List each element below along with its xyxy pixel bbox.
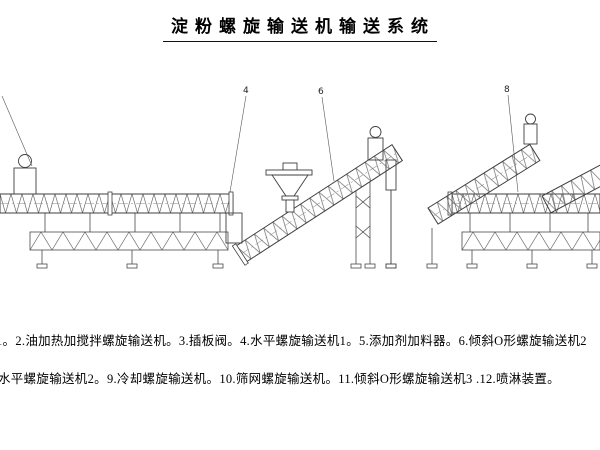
left-drive-motor xyxy=(8,154,42,195)
flange xyxy=(228,191,234,216)
drawing-title: 淀粉螺旋输送机输送系统 xyxy=(0,12,600,42)
support-truss-left xyxy=(29,213,229,269)
inclined-screw-conveyor-2 xyxy=(427,143,541,225)
transfer-chute xyxy=(225,212,243,244)
incline-1-discharge-chute xyxy=(385,159,397,269)
plate-valve xyxy=(281,195,299,201)
incline-2-drive-motor xyxy=(523,113,538,145)
callout-6: 6 xyxy=(318,87,324,97)
callout-8: 8 xyxy=(504,85,510,95)
flange xyxy=(231,243,249,266)
leader-line-6 xyxy=(321,96,335,182)
base-plate xyxy=(212,263,224,269)
leader-line-8 xyxy=(507,94,519,193)
incline-1-drive-motor xyxy=(367,126,384,161)
incline-2-support-post xyxy=(426,228,438,269)
flange xyxy=(107,191,113,216)
base-plate xyxy=(586,263,598,269)
base-plate xyxy=(350,263,362,269)
horizontal-screw-conveyor-1 xyxy=(0,191,234,216)
inclined-screw-conveyor-1 xyxy=(231,144,404,266)
legend-line-1: 1。2.油加热加搅拌螺旋输送机。3.插板阀。4.水平螺旋输送机1。5.添加剂加料… xyxy=(0,334,587,348)
callout-labels: 4 6 8 xyxy=(243,85,510,97)
base-plate xyxy=(126,263,138,269)
base-plate xyxy=(36,263,48,269)
callout-4: 4 xyxy=(243,86,249,96)
support-truss-right xyxy=(461,213,600,269)
base-plate xyxy=(526,263,538,269)
leader-line-4 xyxy=(229,95,247,193)
incline-1-support-tower xyxy=(350,182,376,269)
drawing-title-text: 淀粉螺旋输送机输送系统 xyxy=(163,12,437,42)
additive-feeder-hopper xyxy=(265,162,313,213)
leader-lines xyxy=(1,94,519,193)
inclined-screw-conveyor-3 xyxy=(541,155,600,214)
base-plate xyxy=(385,263,397,269)
base-plate xyxy=(466,263,478,269)
conveyor-system-drawing: 4 6 8 xyxy=(0,85,600,269)
base-plate xyxy=(426,263,438,269)
legend-line-2: 水平螺旋输送机2。9.冷却螺旋输送机。10.筛网螺旋输送机。11.倾斜O形螺旋输… xyxy=(0,372,560,386)
base-plate xyxy=(364,263,376,269)
leader-line-cropped-left xyxy=(1,95,33,167)
